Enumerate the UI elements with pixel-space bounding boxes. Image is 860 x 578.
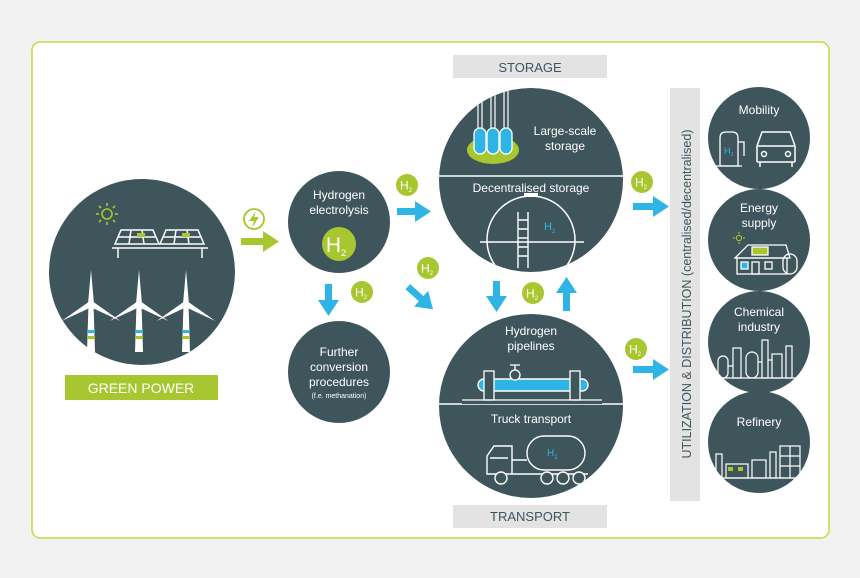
mobility-label: Mobility xyxy=(739,103,780,117)
pump-h2-label: H2 xyxy=(724,146,734,158)
conversion-note: (f.e. methanation) xyxy=(312,393,367,400)
conversion-label-2: conversion xyxy=(310,360,368,374)
wind-turbine-icon xyxy=(61,270,216,352)
wind-turbine xyxy=(109,270,169,352)
small-sun-icon xyxy=(733,232,745,244)
pipelines-label-2: pipelines xyxy=(507,339,554,353)
storage-node: H2 Large-scale storage Decentralised sto… xyxy=(439,88,623,272)
tank-h2-label: H2 xyxy=(544,221,556,235)
green-power-node xyxy=(49,179,235,365)
energy-supply-node: Energy supply xyxy=(708,189,810,291)
h2-badge: H2 xyxy=(625,338,647,360)
svg-text:H2: H2 xyxy=(421,262,434,278)
solar-panel-icon xyxy=(112,229,208,258)
arrow-electrolysis-to-transport xyxy=(405,284,434,310)
arrow-storage-to-utilization xyxy=(633,196,669,217)
electrolysis-node: Hydrogen electrolysis H2 xyxy=(288,171,390,273)
car-icon xyxy=(756,131,796,167)
transport-label: TRANSPORT xyxy=(490,509,570,524)
chemical-industry-node: Chemical industry xyxy=(708,291,810,393)
pipeline-icon xyxy=(462,364,602,404)
svg-text:H2: H2 xyxy=(635,176,648,192)
svg-text:H2: H2 xyxy=(526,287,539,303)
refinery-node: Refinery xyxy=(708,391,810,493)
truck-h2-label: H2 xyxy=(547,448,558,461)
fuel-pump-icon xyxy=(716,131,745,167)
mobility-node: Mobility H2 xyxy=(708,87,810,189)
transport-label-box xyxy=(453,505,607,528)
arrow-storage-to-transport xyxy=(486,281,507,312)
h2-badge: H2 xyxy=(351,281,373,303)
h2-badge: H2 xyxy=(396,174,418,196)
h2-badge: H2 xyxy=(631,171,653,193)
transport-node: H2 Hydrogen pipelines Truck transport xyxy=(439,314,623,498)
wind-turbine xyxy=(61,270,121,352)
tank-icon xyxy=(480,193,584,272)
chemical-label-1: Chemical xyxy=(734,305,784,319)
h2-badge: H2 xyxy=(522,282,544,304)
h2-main-letter: H2 xyxy=(326,234,346,258)
storage-label-box xyxy=(453,55,607,78)
h2-main-badge xyxy=(322,227,356,261)
truck-icon xyxy=(486,435,588,485)
svg-text:H2: H2 xyxy=(355,286,368,302)
truck-label: Truck transport xyxy=(491,412,572,426)
blue-arrows xyxy=(318,196,669,380)
wind-turbine xyxy=(156,270,216,352)
arrow-electrolysis-to-conversion xyxy=(318,284,339,316)
storage-tube-icon xyxy=(467,88,519,164)
refinery-label: Refinery xyxy=(737,415,782,429)
large-storage-label-1: Large-scale xyxy=(534,124,597,138)
pipelines-label-1: Hydrogen xyxy=(505,324,557,338)
arrow-transport-to-storage xyxy=(556,277,577,311)
svg-text:H2: H2 xyxy=(629,343,642,359)
arrow-electrolysis-to-storage xyxy=(397,201,431,222)
arrow-transport-to-utilization xyxy=(633,359,669,380)
large-storage-label-2: storage xyxy=(545,139,585,153)
house-icon xyxy=(733,244,798,275)
electrolysis-label-1: Hydrogen xyxy=(313,188,365,202)
factory-icon xyxy=(712,339,806,379)
utilization-label: UTILIZATION & DISTRIBUTION (centralised/… xyxy=(680,129,694,458)
conversion-node: Further conversion procedures (f.e. meth… xyxy=(288,321,390,423)
electrolysis-label-2: electrolysis xyxy=(309,203,368,217)
energy-label-2: supply xyxy=(742,216,777,230)
refinery-icon xyxy=(710,445,808,479)
utilization-label-box xyxy=(670,88,700,501)
lightning-icon xyxy=(243,208,265,230)
diagram-frame xyxy=(31,41,830,539)
decentral-storage-label: Decentralised storage xyxy=(473,181,590,195)
h2-badge: H2 xyxy=(417,257,439,279)
conversion-label-3: procedures xyxy=(309,375,369,389)
green-power-label-box xyxy=(65,375,218,400)
ladder-icon xyxy=(517,212,529,268)
storage-label: STORAGE xyxy=(498,60,562,75)
chemical-label-2: industry xyxy=(738,320,780,334)
svg-text:H2: H2 xyxy=(400,179,413,195)
green-power-label: GREEN POWER xyxy=(88,380,195,396)
conversion-label-1: Further xyxy=(320,345,359,359)
energy-label-1: Energy xyxy=(740,201,778,215)
sun-icon xyxy=(96,203,118,225)
green-arrow xyxy=(241,231,279,252)
